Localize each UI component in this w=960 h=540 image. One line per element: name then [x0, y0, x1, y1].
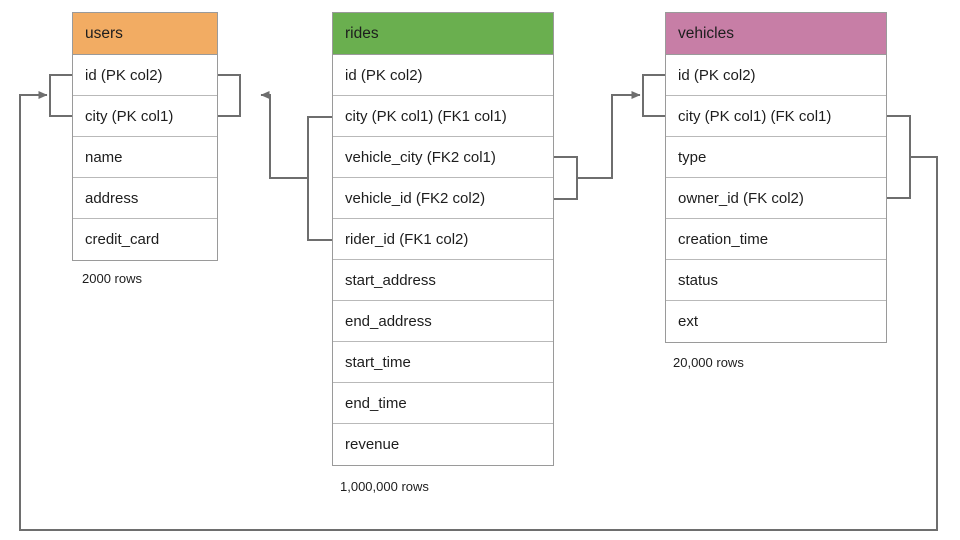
- table-rides-column-vehicle-city[interactable]: vehicle_city (FK2 col1): [333, 137, 553, 178]
- table-vehicles[interactable]: vehicles id (PK col2) city (PK col1) (FK…: [665, 12, 887, 343]
- connector-users-left-bracket: [49, 74, 72, 117]
- table-users-header: users: [73, 13, 217, 55]
- table-vehicles-column-status[interactable]: status: [666, 260, 886, 301]
- table-rides-column-revenue[interactable]: revenue: [345, 436, 400, 453]
- table-rides-column-id[interactable]: id (PK col2): [333, 55, 553, 96]
- connector-vehicles-right-bracket: [887, 115, 911, 199]
- table-rides-column-start-time[interactable]: start_time: [333, 342, 553, 383]
- table-vehicles-column-type[interactable]: type: [666, 137, 886, 178]
- table-users-column-id[interactable]: id (PK col2): [73, 55, 217, 96]
- table-rides-column-start-address[interactable]: start_address: [333, 260, 553, 301]
- connector-vehicles-left-bracket: [642, 74, 665, 117]
- table-rides-row-count: 1,000,000 rows: [340, 479, 429, 494]
- table-users[interactable]: users id (PK col2) city (PK col1) name a…: [72, 12, 218, 261]
- table-rides-column-end-address[interactable]: end_address: [333, 301, 553, 342]
- table-vehicles-column-ext[interactable]: ext: [678, 313, 699, 330]
- connector-rides-right-bracket: [554, 156, 578, 200]
- table-users-row-count: 2000 rows: [82, 271, 142, 286]
- table-vehicles-column-owner-id[interactable]: owner_id (FK col2): [666, 178, 886, 219]
- connector-rides-to-users: [260, 91, 308, 179]
- table-rides[interactable]: rides id (PK col2) city (PK col1) (FK1 c…: [332, 12, 554, 466]
- table-rides-header: rides: [333, 13, 553, 55]
- table-users-column-address[interactable]: address: [73, 178, 217, 219]
- table-users-column-name[interactable]: name: [73, 137, 217, 178]
- table-vehicles-row-count: 20,000 rows: [673, 355, 744, 370]
- table-users-column-credit-card[interactable]: credit_card: [85, 231, 160, 248]
- table-vehicles-column-city[interactable]: city (PK col1) (FK col1): [666, 96, 886, 137]
- connector-rides-to-vehicles: [577, 91, 641, 179]
- table-vehicles-column-id[interactable]: id (PK col2): [666, 55, 886, 96]
- connector-rides-left-bracket: [307, 116, 332, 241]
- table-rides-column-vehicle-id[interactable]: vehicle_id (FK2 col2): [333, 178, 553, 219]
- table-rides-column-end-time[interactable]: end_time: [333, 383, 553, 424]
- connector-users-right-bracket: [218, 74, 241, 117]
- table-vehicles-header: vehicles: [666, 13, 886, 55]
- table-vehicles-column-creation-time[interactable]: creation_time: [666, 219, 886, 260]
- table-rides-column-rider-id[interactable]: rider_id (FK1 col2): [333, 219, 553, 260]
- table-users-column-city[interactable]: city (PK col1): [73, 96, 217, 137]
- table-rides-column-city[interactable]: city (PK col1) (FK1 col1): [333, 96, 553, 137]
